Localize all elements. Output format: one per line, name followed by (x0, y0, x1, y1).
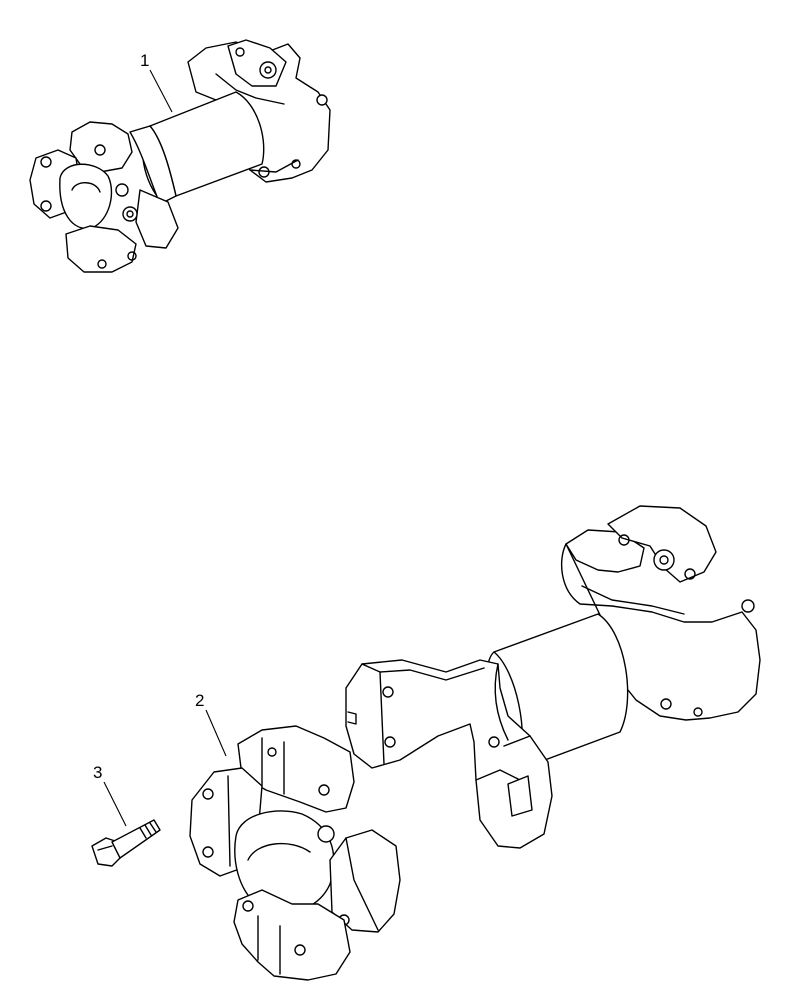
universal-joint-cross-kit: 2 (189, 691, 401, 981)
callout-1-leader (149, 69, 173, 113)
ujoint-cross-body (234, 810, 335, 914)
bolt-shank (111, 819, 161, 859)
drive-shaft-with-yoke (345, 505, 761, 849)
drive-shaft-assembly: 1 (29, 39, 331, 273)
lower-shaft-far-yoke (560, 505, 761, 721)
callout-2-label: 2 (195, 691, 204, 710)
callout-2-leader (205, 709, 227, 757)
bolt: 3 (91, 763, 161, 867)
lower-shaft-stub-yoke (345, 659, 553, 849)
callout-1-label: 1 (140, 51, 149, 70)
shaft-far-yoke (187, 39, 331, 183)
callout-3-label: 3 (93, 763, 102, 782)
lower-shaft-tube (484, 613, 629, 775)
callout-3-leader (103, 781, 127, 827)
shaft-near-u-joint (29, 121, 179, 273)
shaft-clamp-band (129, 125, 177, 205)
ujoint-lower-cap (233, 889, 351, 981)
